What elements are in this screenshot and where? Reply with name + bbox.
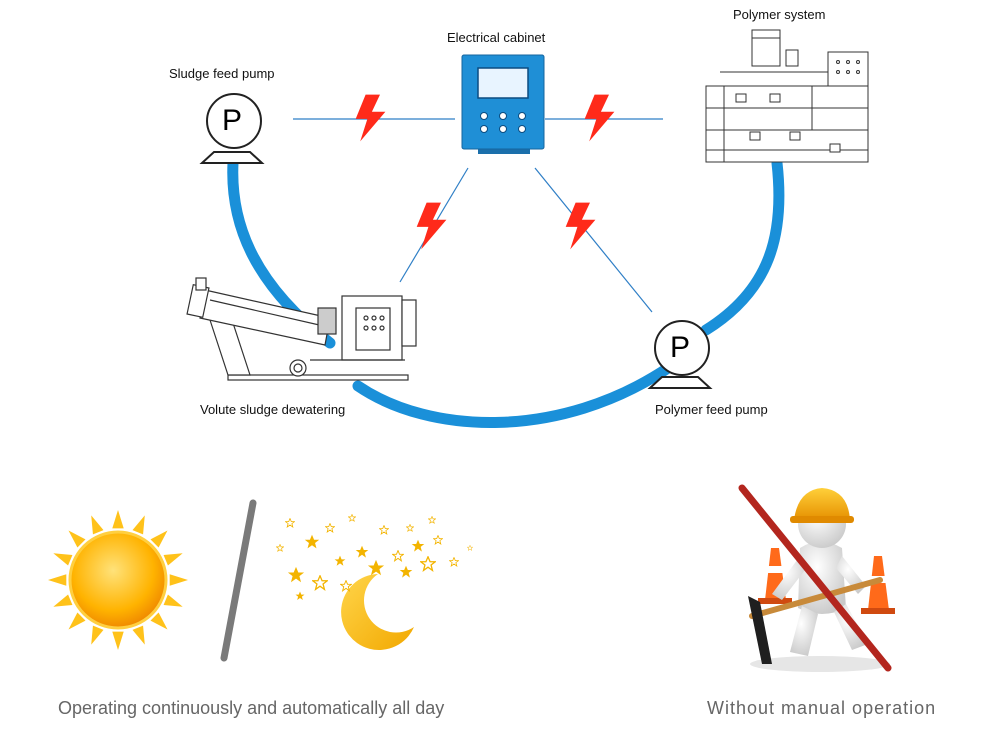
star-icon <box>367 559 385 576</box>
sun-ray <box>68 530 86 548</box>
star-icon <box>406 524 414 532</box>
star-icon <box>276 544 284 552</box>
sun-ray <box>132 625 145 645</box>
star-icon <box>348 514 356 522</box>
cabinet-buttons <box>480 112 526 133</box>
star-icon <box>467 545 473 551</box>
sun-ray <box>112 631 124 650</box>
sun-ray <box>150 530 168 548</box>
stars-icon <box>276 514 473 600</box>
star-icon <box>295 591 305 600</box>
pipe-right-segment <box>700 157 785 336</box>
star-icon <box>411 539 425 552</box>
sun-ray <box>163 594 183 607</box>
star-icon <box>334 555 346 566</box>
worker-icon <box>738 484 895 672</box>
sun-ray <box>53 553 73 566</box>
star-icon <box>420 556 436 572</box>
star-icon <box>287 566 305 583</box>
star-icon <box>325 523 335 533</box>
caption-continuous-operation: Operating continuously and automatically… <box>58 698 445 718</box>
label-polymer-feed-pump: Polymer feed pump <box>655 402 768 417</box>
prohibit-slash <box>738 484 892 672</box>
sun-ray <box>91 625 104 645</box>
sun-ray <box>48 574 67 586</box>
sun-ray <box>132 515 145 535</box>
moon-icon <box>341 574 414 650</box>
sun-ray <box>68 612 86 630</box>
star-icon <box>428 516 436 524</box>
star-icon <box>392 550 404 562</box>
star-icon <box>285 518 295 528</box>
label-electrical-cabinet: Electrical cabinet <box>447 30 546 45</box>
label-volute-sludge-dewatering: Volute sludge dewatering <box>200 402 346 417</box>
sun-ray <box>91 515 104 535</box>
polymer-pump-letter: P <box>670 331 691 364</box>
sun-icon <box>48 510 188 650</box>
signal-line-cabinet-feedpump <box>534 167 653 313</box>
volute-dewatering-machine <box>186 277 417 381</box>
polymer-feed-pump <box>647 320 713 389</box>
star-icon <box>399 565 413 578</box>
star-icon <box>355 545 369 558</box>
sun-ray <box>169 574 188 586</box>
label-sludge-feed-pump: Sludge feed pump <box>169 66 275 81</box>
sun-ray <box>150 612 168 630</box>
star-icon <box>312 575 328 591</box>
star-icon <box>304 534 320 549</box>
star-icon <box>379 525 389 535</box>
sludge-pump-letter: P <box>222 104 243 137</box>
lightning-icon <box>355 94 386 142</box>
cabinet-screen <box>477 67 529 99</box>
day-night-divider <box>220 499 257 662</box>
sun-ray <box>53 594 73 607</box>
lightning-icon <box>416 202 447 250</box>
sun-ray <box>163 553 183 566</box>
electrical-cabinet <box>461 54 545 154</box>
caption-no-manual-operation: Without manual operation <box>707 698 937 718</box>
star-icon <box>449 557 459 567</box>
lightning-icon <box>584 94 615 142</box>
star-icon <box>433 535 443 545</box>
pipe-bottom-segment <box>352 362 674 429</box>
polymer-system <box>705 29 869 163</box>
lightning-icon <box>565 202 596 250</box>
label-polymer-system: Polymer system <box>733 7 826 22</box>
sun-ray <box>112 510 124 529</box>
sludge-feed-pump <box>199 93 265 164</box>
